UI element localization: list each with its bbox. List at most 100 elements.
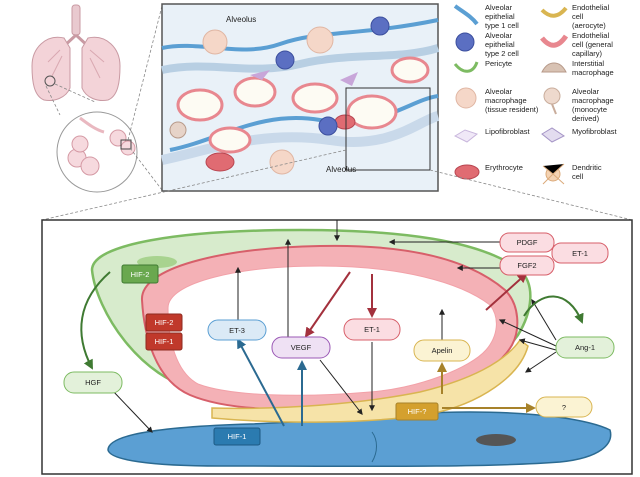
panel-zoom-lines [41,149,633,221]
legend-label-line: Interstitial [572,59,604,68]
vegf-to-aerocyte-arrow [319,359,363,415]
vegf-node: VEGF [271,336,331,359]
lung-zoom-lines [45,83,96,116]
et1-right-label: ET-1 [572,249,588,258]
legend-item: Myofibroblast [541,127,618,143]
legend-item: Lipofibroblast [453,127,531,143]
pericyte-to-ang1-arrow [523,295,584,324]
hgf-label: HGF [85,378,101,387]
legend-label-line: capillary) [572,49,603,58]
legend-label-line: cell [572,12,584,21]
hif1-to-et3-arrow [237,338,285,427]
hif2-top-node: HIF-2 [121,264,159,284]
micrograph-panel: Alveolus Alveolus [160,3,440,192]
legend-label-line: Alveolar [485,31,513,40]
type2-cell-icon [455,32,475,52]
legend-label-line: Endothelial [572,31,609,40]
micrograph-zoom-lines [127,5,163,191]
legend-label: Pericyte [485,59,512,68]
hif2-to-hgf-arrow [80,271,111,370]
legend-label-line: Endothelial [572,3,609,12]
ang1-arrow-2 [518,338,557,351]
legend-label-line: Erythrocyte [485,163,523,172]
hgf-to-epithelium-arrow [111,389,153,433]
legend-label-line: Lipofibroblast [485,127,531,136]
unknown-label: ? [562,403,566,412]
alveolus-bottom-label: Alveolus [326,165,356,174]
lung-icon [31,4,121,101]
legend-label-line: derived) [572,114,600,123]
legend-label: Lipofibroblast [485,127,531,136]
arrows [80,220,584,433]
legend-label-line: type 2 cell [485,49,519,58]
ang1-node: Ang-1 [555,336,615,359]
interstitial-macrophage-icon [541,62,567,73]
type1-cell-icon [453,4,479,26]
hif1-red-label: HIF-1 [155,337,174,346]
legend-label-line: (aerocyte) [572,21,606,30]
legend-label-line: Alveolar [485,87,513,96]
main-panel [41,219,633,475]
aerocyte-shape [211,338,529,423]
legend-label: Erythrocyte [485,163,523,172]
legend-label-line: Alveolar [572,87,600,96]
et3-label: ET-3 [229,326,245,335]
alveolar-macrophage-icon [455,87,477,109]
legend-label-line: (tissue resident) [485,105,539,114]
ang1-arrow-3 [525,351,557,373]
hif-q-node: HIF-? [395,402,439,421]
myofibroblast-icon [541,127,565,143]
et3-node: ET-3 [207,319,267,341]
ang1-arrow-4 [531,298,557,341]
legend-label-line: Dendritic [572,163,602,172]
epithelial-cell-shape [107,411,612,468]
et1-mid-label: ET-1 [364,325,380,334]
hif1-blue-label: HIF-1 [228,432,247,441]
gcap-cell-icon [540,34,569,48]
endothelium-to-fgf2-arrow [485,272,528,311]
legend-label-line: (monocyte [572,105,607,114]
dendritic-cell-icon [542,163,565,185]
aerocyte-icon [540,6,568,18]
hif2-top-label: HIF-2 [131,270,150,279]
legend-label-line: macrophage [485,96,527,105]
pdgf-label: PDGF [517,238,538,247]
et1-right-node: ET-1 [551,242,609,264]
pericyte-icon [453,61,479,73]
pdgf-node: PDGF [499,232,555,253]
legend-label-line: Pericyte [485,59,512,68]
ang1-label: Ang-1 [575,343,595,352]
micrograph-tissue [160,16,440,175]
fgf2-node: FGF2 [499,255,555,276]
legend-label-line: Myofibroblast [572,127,618,136]
vegf-label: VEGF [291,343,312,352]
hif2-red-label: HIF-2 [155,318,174,327]
legend-item: Pericyte [453,59,512,73]
unknown-node: ? [535,396,593,418]
hgf-node: HGF [63,371,123,394]
et1-mid-node: ET-1 [343,318,401,341]
apelin-node: Apelin [413,339,471,362]
alveoli-magnifier-icon [56,111,138,193]
apelin-label: Apelin [432,346,453,355]
hif1-red-node: HIF-1 [145,332,183,351]
hif2-red-node: HIF-2 [145,313,183,332]
nodes: HIF-2 HIF-2 HIF-1 ET-3 VEGF ET-1 Apelin [63,232,615,446]
hif1-blue-node: HIF-1 [213,427,261,446]
